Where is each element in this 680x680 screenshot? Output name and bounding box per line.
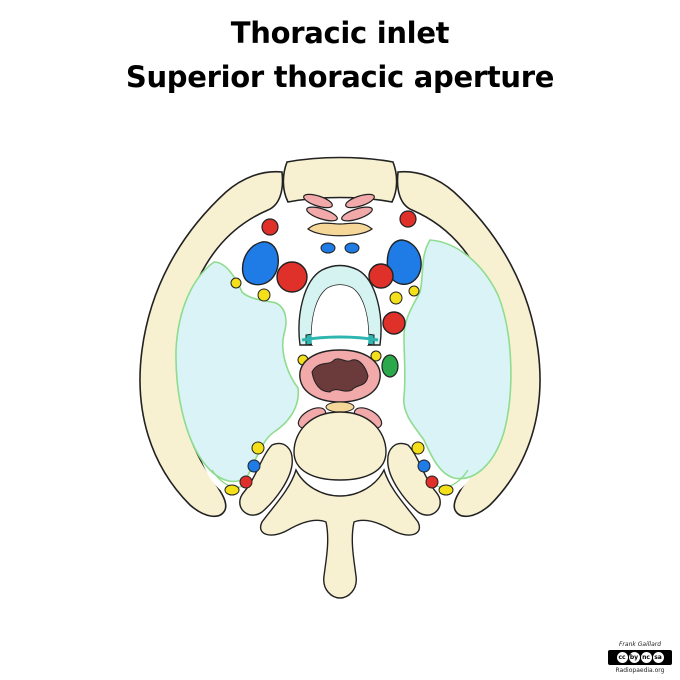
right-intercostal-nerve [438,484,454,496]
thoracic-duct [381,354,399,378]
left-intercostal-nerve [224,484,240,496]
right-vagus-nerve [389,291,403,305]
right-brachiocephalic-vein [386,239,422,285]
left-brachiocephalic-vein [241,241,280,286]
trachea-posterior-wall [301,335,379,342]
left-brachiocephalic-vein-small [320,242,336,254]
right-sternothyroid-muscle [341,206,373,222]
attribution: Frank Gaillard cc by nc sa Radiopaedia.o… [608,641,672,674]
nc-icon: nc [640,652,652,663]
right-recurrent-laryngeal-nerve [370,350,382,362]
right-internal-thoracic-artery [399,210,417,228]
by-icon: by [628,652,640,663]
thymus [307,222,373,237]
vertebral-body [293,411,387,481]
left-t1-nerve-root [251,441,265,455]
left-rib-head [239,442,293,516]
right-posterior-intercostal-artery [425,475,439,489]
right-sternohyoid-muscle [345,193,375,209]
left-sternothyroid-muscle [306,206,338,222]
esophagus-lumen [311,358,369,393]
trachea-lumen [311,285,369,345]
right-lung [402,239,512,480]
right-phrenic-nerve [408,285,420,297]
title-line-1: Thoracic inlet [230,16,450,50]
cc-icon: cc [616,652,628,663]
site-link[interactable]: Radiopaedia.org [615,667,665,674]
left-first-rib [139,170,284,518]
right-t1-nerve-root [411,441,425,455]
left-common-carotid-artery [368,263,394,289]
author-signature: Frank Gaillard [618,641,662,648]
vertebral-arch [259,468,421,599]
left-phrenic-nerve [230,277,242,289]
cc-license-badge: cc by nc sa [608,650,672,665]
title-line-2: Superior thoracic aperture [125,60,555,94]
left-posterior-intercostal-artery [239,475,253,489]
left-sternohyoid-muscle [303,193,333,209]
right-posterior-intercostal-vein [417,459,431,473]
left-posterior-intercostal-vein [247,459,261,473]
left-internal-thoracic-artery [261,218,279,236]
anterior-longitudinal-ligament [325,401,355,413]
sa-icon: sa [652,652,664,663]
manubrium [282,156,398,203]
right-brachiocephalic-vein-small [344,242,360,254]
right-rib-head [387,442,441,516]
left-vagus-nerve [257,288,271,302]
brachiocephalic-trunk [276,261,308,293]
left-subclavian-artery [382,311,406,335]
